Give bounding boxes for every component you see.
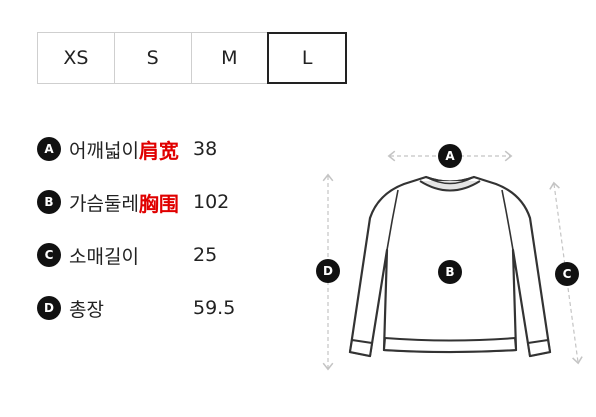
diagram-marker-c-icon: C	[555, 262, 579, 286]
measurement-row-length: D 총장 59.5	[37, 295, 235, 321]
size-option-m[interactable]: M	[190, 32, 269, 84]
size-option-s[interactable]: S	[113, 32, 192, 84]
sleeve-length-guide	[549, 181, 583, 365]
left-cuff	[348, 338, 374, 358]
diagram-marker-b-icon: B	[438, 260, 462, 284]
measurement-value: 59.5	[193, 297, 236, 319]
neck-rib-inner	[419, 180, 481, 192]
size-option-l[interactable]: L	[267, 32, 347, 84]
measurement-label: 소매길이	[69, 245, 139, 268]
marker-b-icon: B	[37, 190, 61, 214]
measurement-row-chest: B 가슴둘레 胸围 102	[37, 189, 229, 216]
diagram-marker-d-icon: D	[316, 259, 340, 283]
diagram-marker-a-icon: A	[438, 144, 462, 168]
marker-a-icon: A	[37, 137, 61, 161]
measurement-label: 총장	[69, 298, 104, 321]
measurement-value: 25	[193, 244, 218, 266]
measurement-row-sleeve: C 소매길이 25	[37, 242, 217, 268]
size-selector: XS S M L	[37, 32, 347, 84]
measurement-hanzi: 胸围	[138, 191, 179, 216]
marker-d-icon: D	[37, 296, 61, 320]
measurement-value: 38	[193, 138, 218, 160]
measurement-label: 어깨넓이	[69, 139, 139, 162]
measurement-value: 102	[193, 191, 230, 213]
measurement-row-shoulder: A 어깨넓이 肩宽 38	[37, 136, 217, 163]
measurement-hanzi: 肩宽	[138, 138, 179, 163]
sweatshirt-diagram: A B C D	[310, 140, 596, 380]
marker-c-icon: C	[37, 243, 61, 267]
measurement-label: 가슴둘레	[69, 192, 139, 215]
right-cuff	[526, 338, 552, 358]
size-option-xs[interactable]: XS	[37, 32, 115, 84]
waist-rib	[382, 336, 518, 353]
